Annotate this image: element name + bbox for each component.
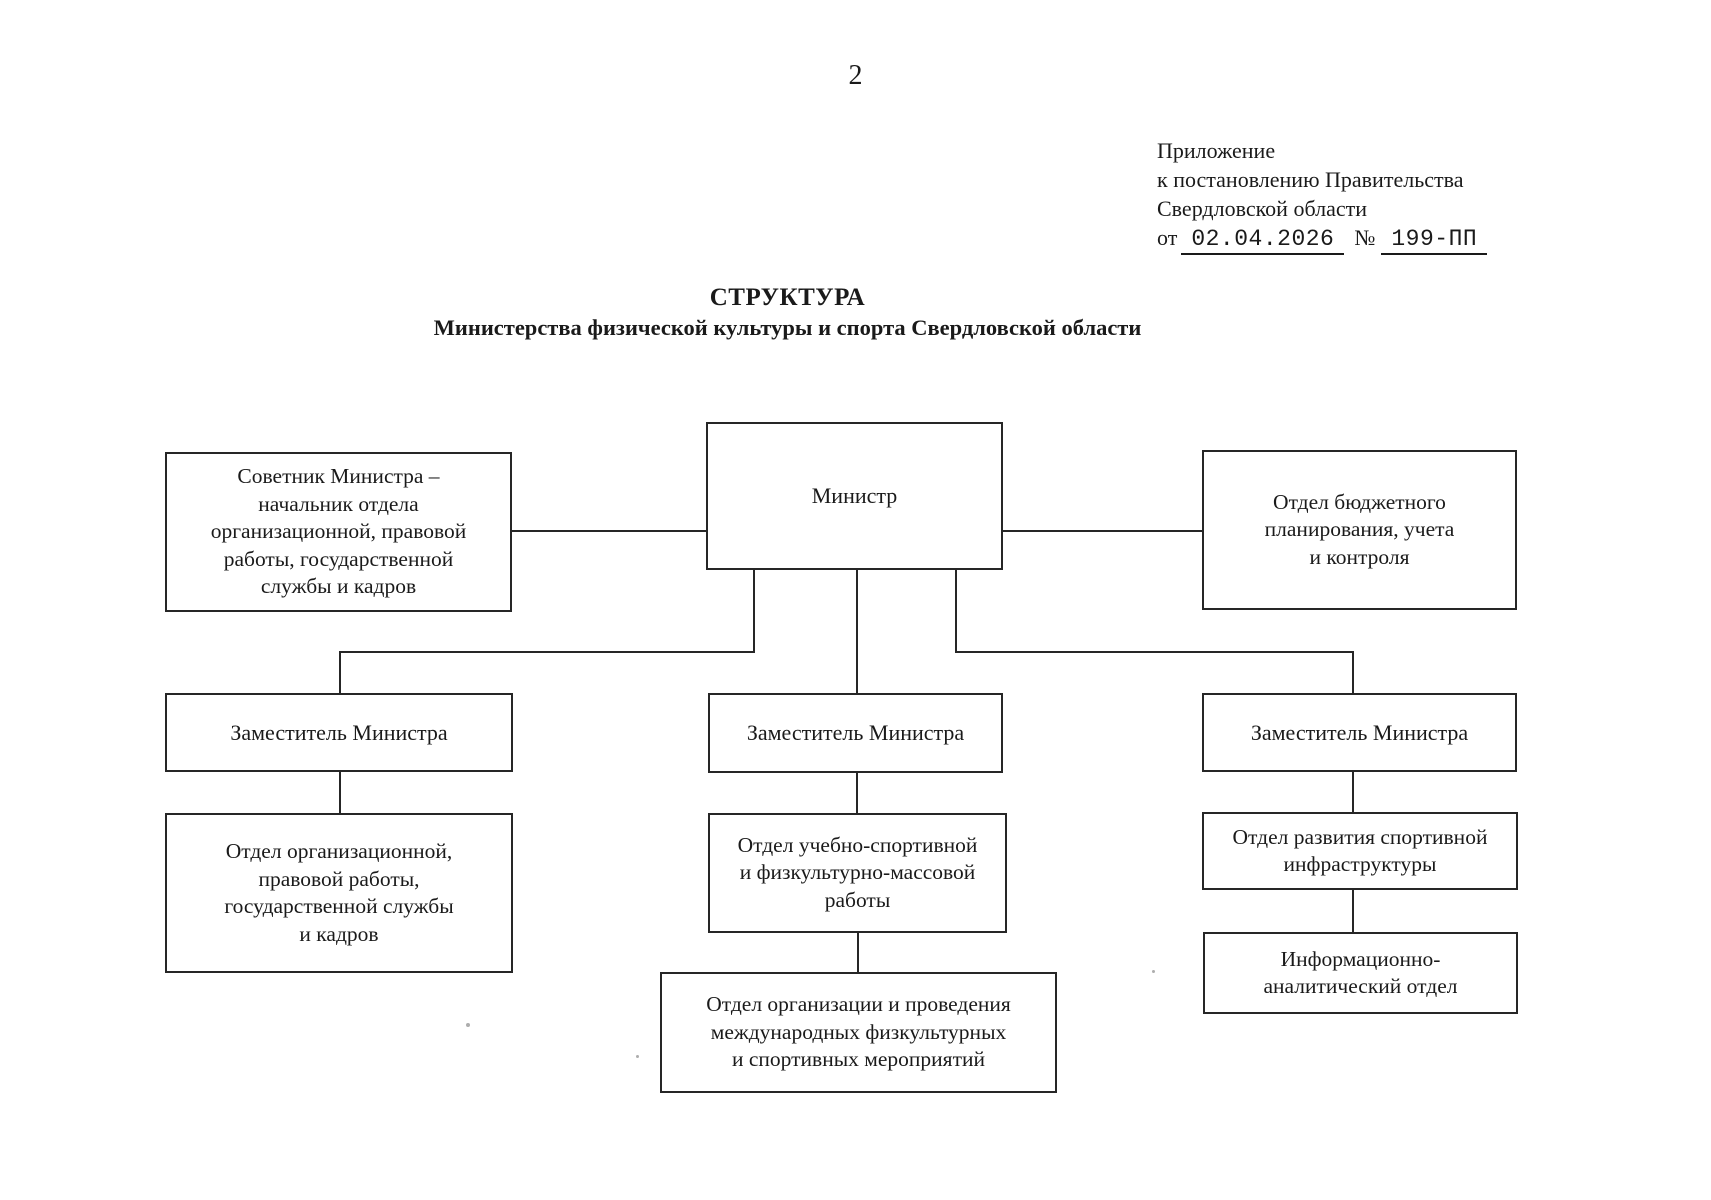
connector-minister-drop-right — [955, 570, 957, 653]
appendix-line: Свердловской области — [1157, 196, 1367, 221]
connector-minister-drop-left — [753, 570, 755, 653]
chart-title-heading: СТРУКТУРА — [709, 284, 866, 311]
connector-deputy-left-org — [339, 770, 341, 815]
connector-sport-intl — [857, 931, 859, 974]
scan-speck — [1152, 970, 1155, 973]
node-deputy-right: Заместитель Министра — [1202, 693, 1517, 772]
date-from-label: от — [1157, 225, 1178, 250]
connector-branch-right — [955, 651, 1354, 653]
connector-branch-right-drop — [1352, 651, 1354, 695]
connector-deputy-right-infra — [1352, 770, 1354, 814]
chart-title: СТРУКТУРА Министерства физической культу… — [0, 283, 1575, 343]
node-info-dept: Информационно- аналитический отдел — [1203, 932, 1518, 1014]
node-infra-dept: Отдел развития спортивной инфраструктуры — [1202, 812, 1518, 890]
number-sign: № — [1354, 225, 1376, 250]
scan-speck — [636, 1055, 639, 1058]
node-deputy-left: Заместитель Министра — [165, 693, 513, 772]
node-advisor: Советник Министра – начальник отдела орг… — [165, 452, 512, 612]
connector-minister-budget — [1003, 530, 1202, 532]
connector-minister-drop-center — [856, 570, 858, 694]
page-number: 2 — [848, 60, 863, 91]
node-minister: Министр — [706, 422, 1003, 570]
document-number: 199-ПП — [1381, 226, 1488, 255]
node-intl-dept: Отдел организации и проведения междунаро… — [660, 972, 1057, 1093]
connector-branch-left-drop — [339, 651, 341, 695]
chart-title-subheading: Министерства физической культуры и спорт… — [433, 315, 1142, 340]
connector-infra-info — [1352, 888, 1354, 934]
appendix-line: к постановлению Правительства — [1157, 167, 1464, 192]
appendix-block: Приложение к постановлению Правительства… — [1157, 136, 1488, 255]
node-sport-dept: Отдел учебно-спортивной и физкультурно-м… — [708, 813, 1007, 933]
scan-speck — [466, 1023, 470, 1027]
connector-deputy-center-sport — [856, 771, 858, 815]
connector-advisor-minister — [512, 530, 706, 532]
connector-branch-left — [339, 651, 755, 653]
document-date: 02.04.2026 — [1181, 226, 1345, 255]
appendix-line: Приложение — [1157, 138, 1276, 163]
node-org-dept: Отдел организационной, правовой работы, … — [165, 813, 513, 973]
node-deputy-center: Заместитель Министра — [708, 693, 1003, 773]
node-budget-dept: Отдел бюджетного планирования, учета и к… — [1202, 450, 1517, 610]
